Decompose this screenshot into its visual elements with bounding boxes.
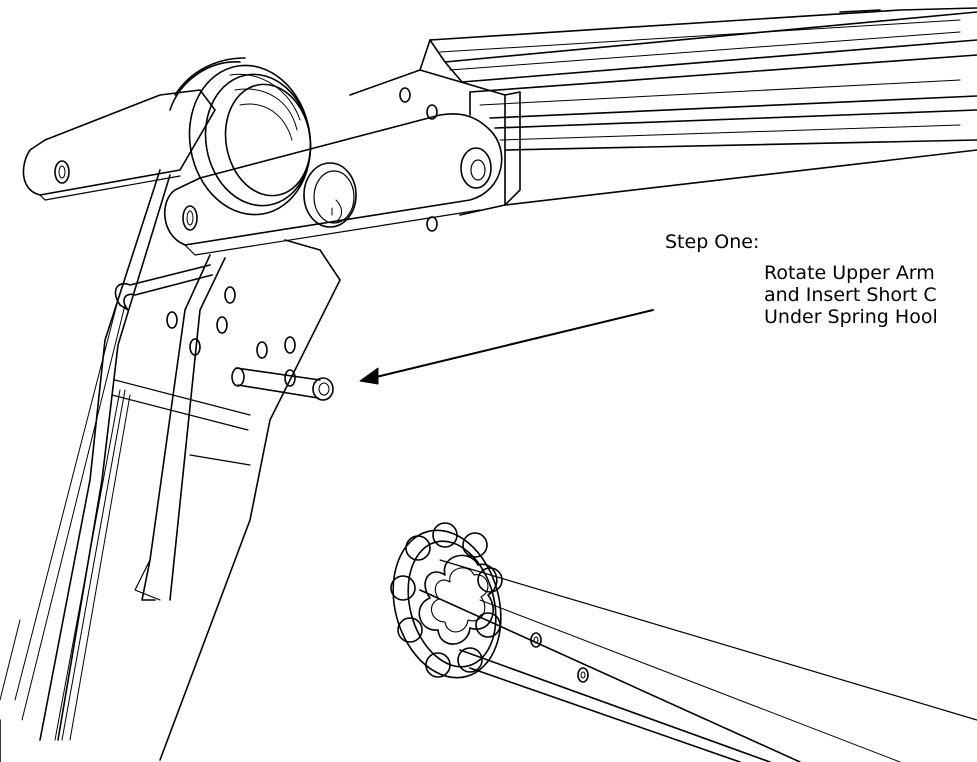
callout-arrow <box>359 309 654 385</box>
front-link-plate <box>163 113 503 256</box>
pulley-spool <box>169 57 312 216</box>
rear-link-plate <box>22 89 216 201</box>
column-holes <box>166 286 296 387</box>
upper-arm-extrusion <box>429 7 977 206</box>
tube-end-cap <box>390 522 503 679</box>
short-pin <box>231 367 334 401</box>
lower-tube <box>419 559 977 762</box>
bracket-holes <box>399 87 438 232</box>
spring-hook <box>114 264 213 311</box>
lower-arm-column <box>0 169 341 762</box>
arm-bracket <box>349 39 521 216</box>
